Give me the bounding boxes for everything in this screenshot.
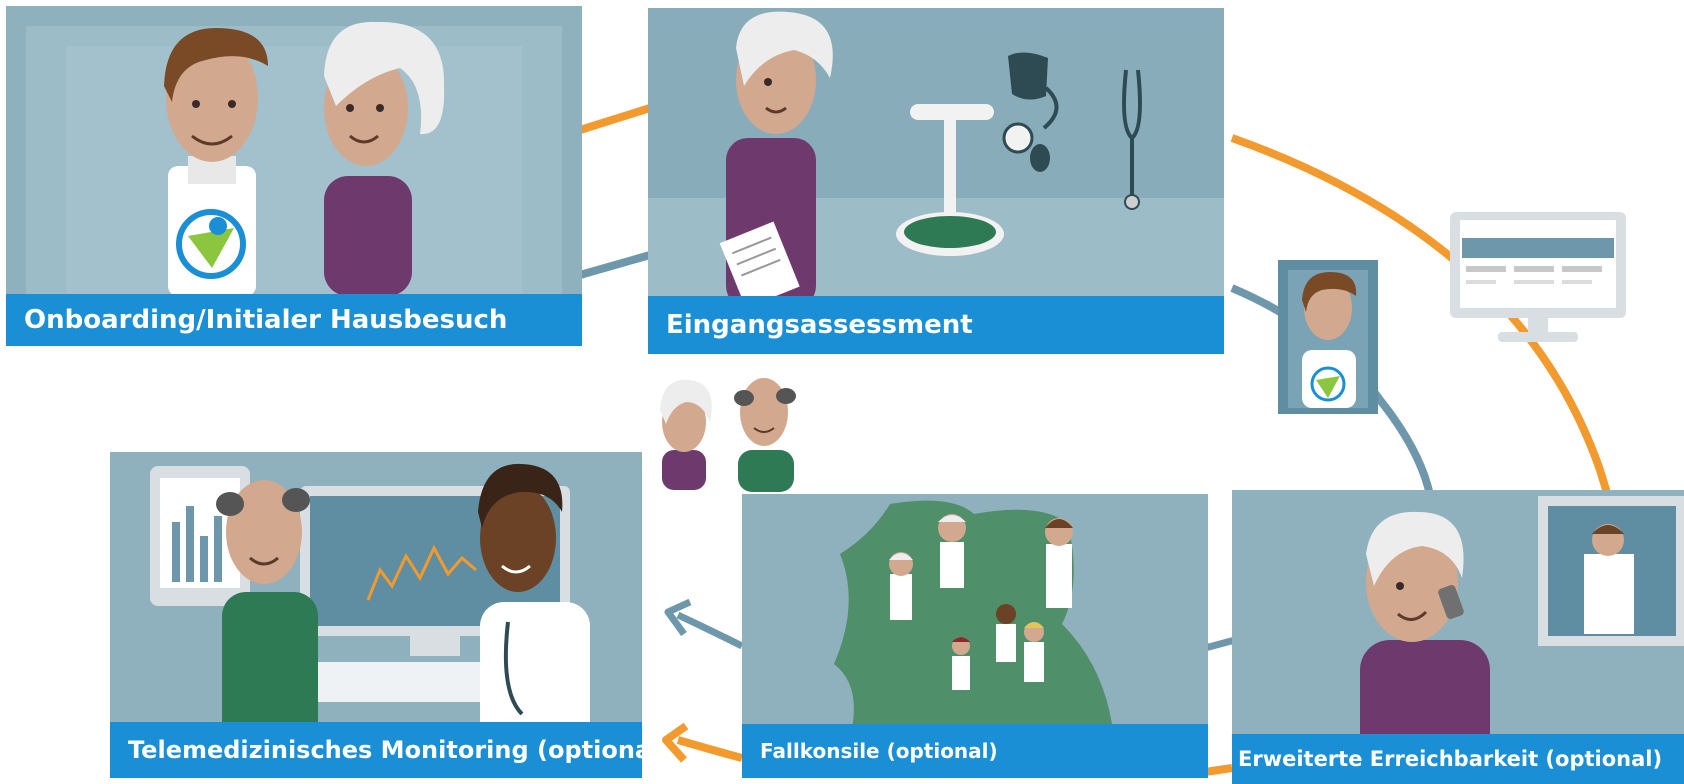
arrow-blue-left xyxy=(676,611,744,650)
logo-icon xyxy=(176,209,246,279)
assessment-scene xyxy=(648,8,1224,309)
blood-pressure-cuff-icon xyxy=(1002,52,1059,172)
stethoscope-icon xyxy=(1122,69,1142,210)
computer-monitor-icon xyxy=(1450,212,1626,342)
connector-blue-top xyxy=(578,251,652,279)
doctor-figure xyxy=(889,552,913,620)
doctor-figure xyxy=(952,637,970,690)
panel-eingangsassessment: Eingangsassessment xyxy=(648,8,1224,354)
arrow-orange-left-head xyxy=(662,722,689,763)
doctor-figure xyxy=(1045,518,1073,608)
panel-telemonitoring: Telemedizinisches Monitoring (optional) xyxy=(110,452,642,778)
connector-orange-bottom xyxy=(1204,764,1233,776)
caption-fallkonsile: Fallkonsile (optional) xyxy=(742,724,1208,778)
connector-orange-top xyxy=(578,104,652,134)
panel-erreichbarkeit: Erweiterte Erreichbarkeit (optional) xyxy=(1232,490,1684,784)
caption-erreichbarkeit: Erweiterte Erreichbarkeit (optional) xyxy=(1232,734,1684,784)
patients-group xyxy=(660,378,796,492)
connector-blue-lower xyxy=(1204,636,1236,652)
panel-onboarding: Onboarding/Initialer Hausbesuch xyxy=(6,6,582,346)
arrow-orange-left xyxy=(676,736,744,762)
panel-fallkonsile: Fallkonsile (optional) xyxy=(742,494,1208,778)
caption-eingangsassessment: Eingangsassessment xyxy=(648,296,1224,354)
line-chart-icon xyxy=(366,544,477,601)
logo-icon xyxy=(1310,366,1346,402)
doctor-figure xyxy=(1024,622,1044,682)
caregiver-portrait xyxy=(1288,270,1368,408)
caption-onboarding: Onboarding/Initialer Hausbesuch xyxy=(6,294,582,346)
doctor-figure xyxy=(996,604,1016,662)
scale-icon xyxy=(896,104,1004,256)
onboarding-scene xyxy=(26,21,562,296)
arrow-blue-left-head xyxy=(664,598,692,637)
caption-telemonitoring: Telemedizinisches Monitoring (optional) xyxy=(110,722,642,778)
doctor-figure xyxy=(938,514,966,588)
video-call-portrait xyxy=(1278,260,1378,414)
phone-icon xyxy=(1438,585,1464,619)
